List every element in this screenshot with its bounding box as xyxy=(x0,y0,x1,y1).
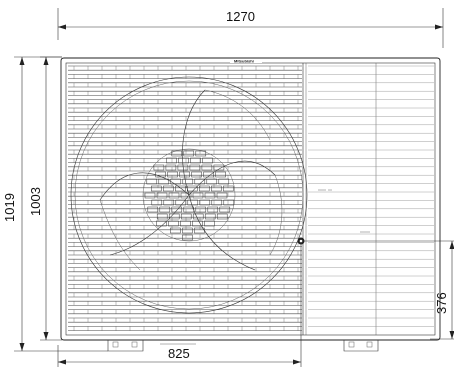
unit-feet xyxy=(107,340,379,352)
dimension-label-1019: 1019 xyxy=(2,193,17,222)
dimension-fan-center-offset: 825 xyxy=(57,241,302,367)
unit-body: Mitsubishi xyxy=(60,57,441,341)
fan-hub-pattern xyxy=(144,150,235,241)
dimension-body-height: 1003 xyxy=(28,56,62,341)
dimension-label-1003: 1003 xyxy=(28,187,43,216)
side-fittings xyxy=(318,189,370,233)
dimension-label-376: 376 xyxy=(434,292,449,314)
brand-label: Mitsubishi xyxy=(234,59,254,64)
dimension-label-825: 825 xyxy=(168,346,190,361)
fan-guard xyxy=(70,76,308,314)
dimension-overall-width: 1270 xyxy=(57,8,444,48)
fan-center-marker xyxy=(297,237,305,245)
side-panel-vents xyxy=(308,65,434,327)
dimension-overall-height: 1019 xyxy=(2,56,108,352)
front-grille xyxy=(68,65,302,331)
dimension-label-1270: 1270 xyxy=(226,9,255,24)
dimension-fan-center-height: 376 xyxy=(304,240,454,340)
